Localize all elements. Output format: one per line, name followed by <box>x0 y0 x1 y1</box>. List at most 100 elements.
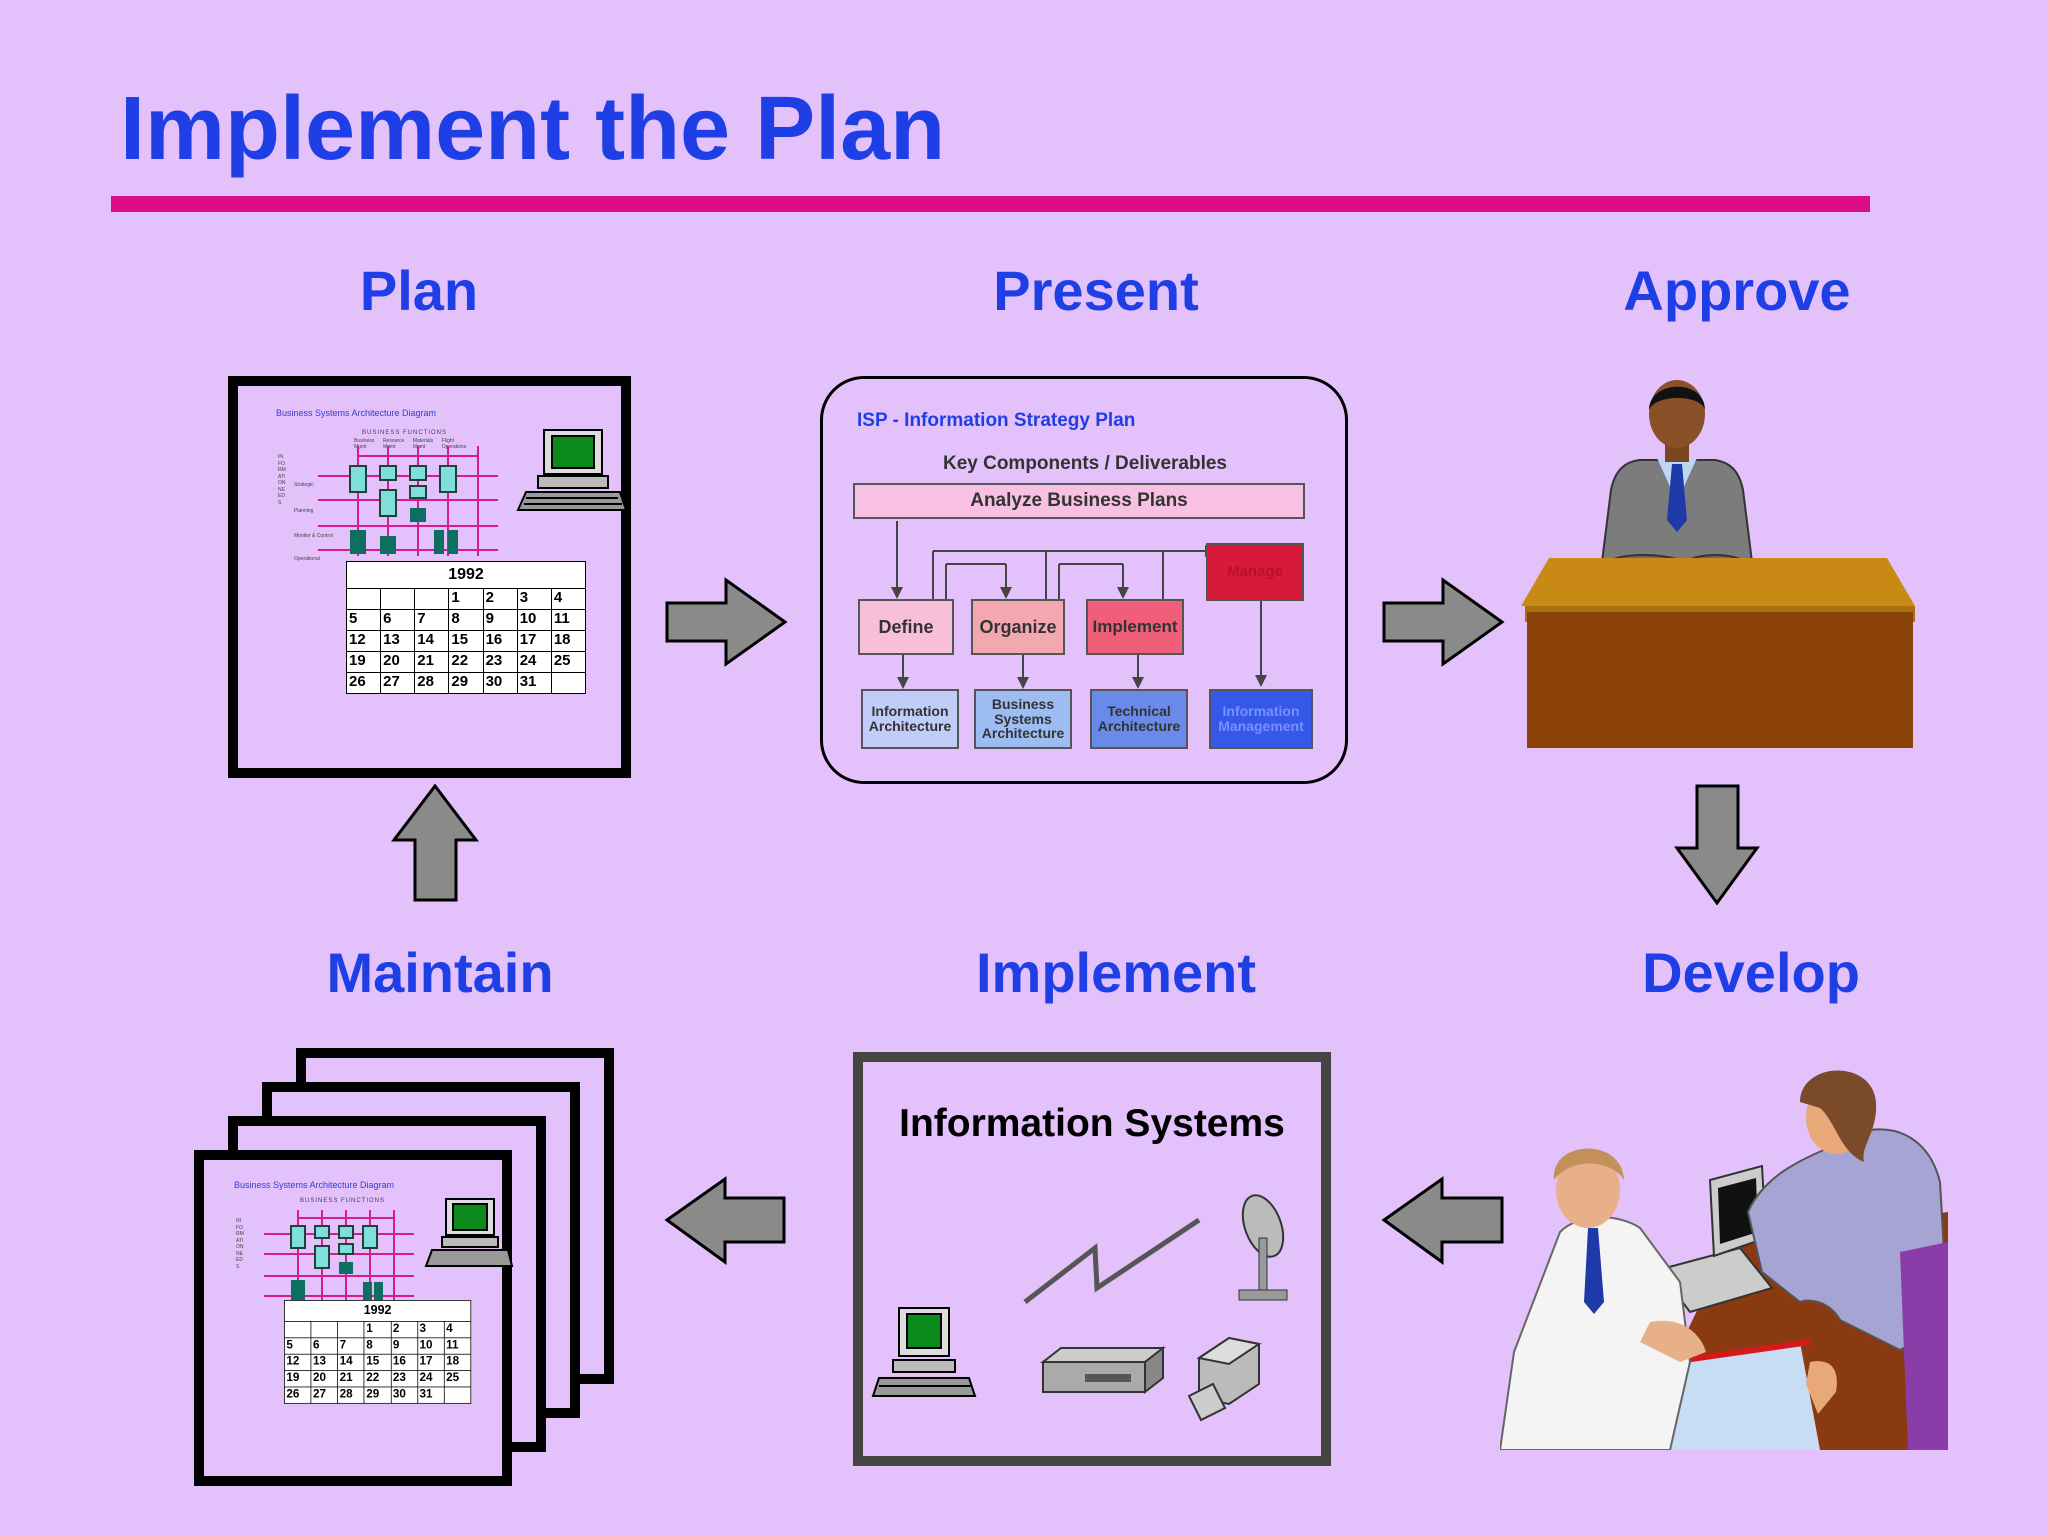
arrow-left-icon <box>664 1176 786 1265</box>
isp-heading: ISP - Information Strategy Plan <box>857 410 1136 431</box>
business-functions-label: BUSINESS FUNCTIONS <box>362 430 448 436</box>
stage-maintain: Maintain <box>326 941 554 1004</box>
executive-at-desk-icon <box>1521 380 1915 748</box>
analyze-box: Analyze Business Plans <box>853 483 1305 519</box>
row-label: Strategic <box>294 482 314 488</box>
calendar-day <box>283 1321 312 1339</box>
page-title: Implement the Plan <box>120 79 946 179</box>
define-box: Define <box>858 599 954 655</box>
output-business-systems-architecture: Business Systems Architecture <box>974 689 1072 749</box>
plan-document: Business Systems Architecture Diagram BU… <box>228 376 631 778</box>
calendar-day: 12 <box>283 1353 312 1371</box>
calendar-day: 21 <box>414 651 450 673</box>
network-link-icon <box>1023 1217 1201 1304</box>
column-label: Flight Operations <box>441 438 467 450</box>
arrow-left-icon <box>1381 1176 1504 1265</box>
manage-box: Manage <box>1206 543 1304 601</box>
row-labels: Strategic Planning Monitor & Control Ope… <box>294 472 334 572</box>
calendar-day <box>550 672 587 694</box>
calendar-day: 26 <box>283 1386 312 1404</box>
calendar-day: 30 <box>482 672 518 694</box>
calendar-day: 2 <box>390 1321 418 1339</box>
arrow-down-icon <box>1674 784 1760 906</box>
calendar-day: 15 <box>363 1353 392 1371</box>
calendar-day: 17 <box>417 1353 445 1371</box>
systems-illustration <box>871 1194 1288 1422</box>
architecture-grid <box>318 446 498 556</box>
row-label: Operational <box>294 556 320 562</box>
calendar-day: 18 <box>443 1353 472 1371</box>
calendar-day: 6 <box>310 1337 339 1355</box>
calendar-day: 10 <box>417 1337 445 1355</box>
information-systems-label: Information Systems <box>899 1102 1285 1145</box>
function-columns: Business Mgmt Resource Mgmt Materials Mg… <box>354 438 474 450</box>
column-label: Business Mgmt <box>354 438 375 450</box>
isp-subheading: Key Components / Deliverables <box>942 453 1228 474</box>
column-label: Resource Mgmt <box>382 438 405 450</box>
information-systems-panel: Information Systems <box>853 1052 1331 1466</box>
calendar-day: 21 <box>337 1370 365 1388</box>
calendar-day: 27 <box>310 1386 339 1404</box>
stage-present: Present <box>993 259 1199 322</box>
printer-icon <box>1187 1336 1262 1422</box>
calendar-day: 26 <box>345 672 382 694</box>
calendar-day: 16 <box>390 1353 418 1371</box>
calendar-day: 27 <box>380 672 416 694</box>
isp-panel: ISP - Information Strategy Plan Key Comp… <box>820 376 1348 784</box>
arrow-up-icon <box>390 783 480 902</box>
column-label: Materials Mgmt <box>412 438 434 450</box>
stage-plan: Plan <box>359 259 479 322</box>
calendar-day: 28 <box>337 1386 365 1404</box>
calendar-day: 23 <box>482 651 518 673</box>
stage-approve: Approve <box>1623 259 1851 322</box>
computer-icon <box>871 1307 977 1397</box>
calendar-day: 13 <box>310 1353 339 1371</box>
calendar-day: 3 <box>417 1321 445 1339</box>
diagram-title: Business Systems Architecture Diagram <box>276 408 437 418</box>
calendar-day: 5 <box>283 1337 312 1355</box>
calendar-day: 11 <box>443 1337 472 1355</box>
maintain-document: Business Systems Architecture Diagram BU… <box>194 1150 514 1486</box>
developers-working-icon <box>1500 1070 1948 1450</box>
info-needs-label: INFORMATION NEEDS <box>236 1218 244 1270</box>
implement-box: Implement <box>1086 599 1184 655</box>
calendar-day: 19 <box>283 1370 312 1388</box>
row-label: Monitor & Control <box>294 533 333 539</box>
row-label: Planning <box>294 508 314 514</box>
output-information-management: Information Management <box>1209 689 1313 749</box>
calendar-day: 20 <box>310 1370 339 1388</box>
output-technical-architecture: Technical Architecture <box>1090 689 1188 749</box>
calendar-day: 23 <box>390 1370 418 1388</box>
calendar-day: 16 <box>482 630 518 652</box>
diagram-title: Business Systems Architecture Diagram <box>234 1180 395 1190</box>
arrow-right-icon <box>665 577 788 667</box>
calendar-day: 4 <box>443 1321 472 1339</box>
calendar-day: 29 <box>363 1386 392 1404</box>
business-functions-label: BUSINESS FUNCTIONS <box>300 1198 386 1204</box>
arrow-right-icon <box>1382 577 1505 667</box>
calendar-year: 1992 <box>284 1300 472 1322</box>
calendar-day: 20 <box>380 651 416 673</box>
calendar-day: 24 <box>417 1370 445 1388</box>
organize-box: Organize <box>971 599 1065 655</box>
calendar-day: 1 <box>363 1321 392 1339</box>
calendar-day: 28 <box>414 672 450 694</box>
calendar-day: 30 <box>390 1386 418 1404</box>
info-needs-label: INFORMATION NEEDS <box>278 454 286 506</box>
server-unit-icon <box>1040 1345 1166 1395</box>
calendar-day: 22 <box>448 651 484 673</box>
architecture-grid <box>264 1210 414 1300</box>
calendar-day: 14 <box>337 1353 365 1371</box>
output-information-architecture: Information Architecture <box>861 689 959 749</box>
